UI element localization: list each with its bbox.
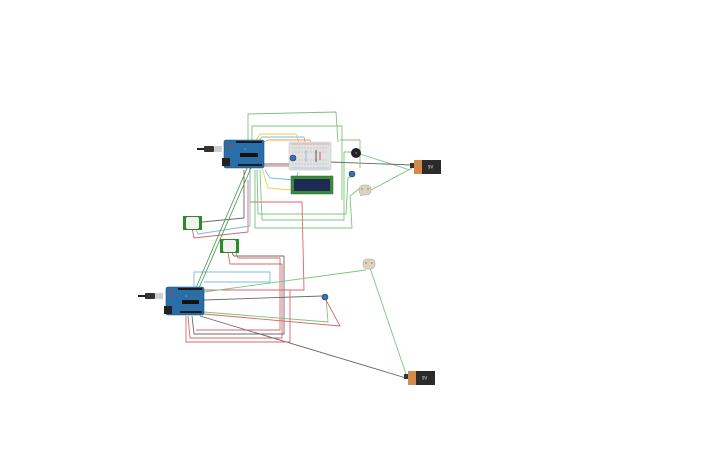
wire[interactable] <box>203 269 367 293</box>
motor-top[interactable] <box>358 184 372 196</box>
sensor-bottom[interactable] <box>321 293 329 301</box>
breadboard-body <box>288 141 332 171</box>
motor-top-terminal <box>361 188 363 190</box>
reset-button <box>169 291 173 295</box>
motor-middle-body <box>362 258 376 270</box>
arduino-bottom[interactable]: ∞ <box>138 286 205 316</box>
buzzer-center <box>355 152 357 154</box>
usb-connector <box>214 146 222 152</box>
wire[interactable] <box>201 170 245 223</box>
arduino-logo: ∞ <box>244 147 247 151</box>
wire[interactable] <box>203 299 341 327</box>
wire[interactable] <box>369 267 407 375</box>
header-bottom <box>180 311 202 313</box>
battery-top-body <box>422 160 441 174</box>
battery-bottom-cap <box>408 371 416 385</box>
header-top <box>236 141 262 143</box>
wire[interactable] <box>359 153 411 171</box>
wire[interactable] <box>193 271 271 288</box>
lcd-display[interactable] <box>290 175 334 195</box>
wire[interactable] <box>191 252 285 335</box>
pir-sensor-1-dome <box>186 217 199 229</box>
battery-bottom-label: 9V <box>422 376 428 381</box>
wire[interactable] <box>263 157 294 165</box>
wire[interactable] <box>203 295 323 301</box>
wire[interactable] <box>191 180 249 239</box>
wire[interactable] <box>187 252 283 339</box>
battery-bottom-body <box>416 371 435 385</box>
header-top <box>178 288 202 290</box>
wire[interactable] <box>257 136 307 147</box>
wires <box>185 111 413 379</box>
wire[interactable] <box>196 252 281 331</box>
wire[interactable] <box>199 315 407 379</box>
wire[interactable] <box>251 125 343 200</box>
wire[interactable] <box>329 161 413 166</box>
arduino-top[interactable]: ∞ <box>197 139 265 169</box>
wire[interactable] <box>198 167 252 289</box>
pir-sensor-2[interactable] <box>220 239 239 253</box>
pir-sensor-1[interactable] <box>183 216 202 230</box>
wire[interactable] <box>254 170 361 229</box>
motor-middle-terminal <box>365 262 367 264</box>
wire[interactable] <box>247 111 339 143</box>
sensor-top[interactable] <box>348 170 356 178</box>
breadboard[interactable] <box>288 141 332 171</box>
wire[interactable] <box>195 165 249 289</box>
power-jack <box>164 306 172 314</box>
battery-top[interactable]: 9V <box>410 160 441 174</box>
usb-plug <box>204 146 214 152</box>
pir-sensor-2-dome <box>223 240 236 252</box>
battery-bottom[interactable]: 9V <box>404 371 435 385</box>
power-jack <box>222 158 230 166</box>
wire[interactable] <box>256 169 353 215</box>
sensor-bottom-body <box>321 293 329 301</box>
battery-top-label: 9V <box>428 165 434 170</box>
usb-plug <box>145 293 155 299</box>
potentiometer-knob <box>289 154 297 162</box>
motor-top-body <box>358 184 372 196</box>
wire[interactable] <box>203 297 329 323</box>
reset-button <box>228 144 232 148</box>
usb-connector <box>155 293 163 299</box>
header-bottom <box>238 164 262 166</box>
wire[interactable] <box>340 139 361 168</box>
potentiometer[interactable] <box>289 154 297 162</box>
usb-cable <box>138 295 146 297</box>
wire[interactable] <box>261 167 293 191</box>
buzzer[interactable] <box>351 148 361 158</box>
sensor-top-body <box>348 170 356 178</box>
battery-bottom-terminal <box>404 374 408 379</box>
arduino-logo: ∞ <box>185 294 188 298</box>
wire[interactable] <box>185 290 291 343</box>
chip <box>240 153 258 157</box>
battery-top-cap <box>414 160 422 174</box>
lcd-screen <box>294 179 330 191</box>
motor-middle-terminal <box>371 262 373 264</box>
battery-top-terminal <box>410 163 414 168</box>
motor-middle[interactable] <box>362 258 376 270</box>
usb-cable <box>197 148 205 150</box>
chip <box>182 300 199 304</box>
wire[interactable] <box>259 151 356 221</box>
motor-top-terminal <box>367 188 369 190</box>
